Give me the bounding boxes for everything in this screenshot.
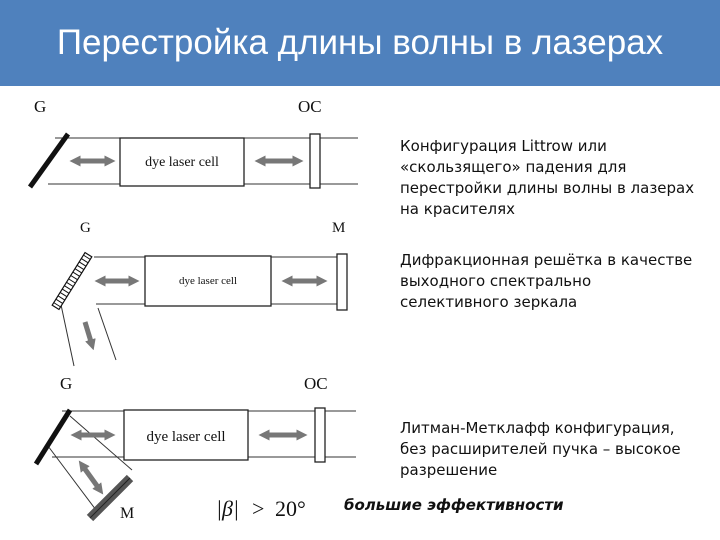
output-coupler-label: OC <box>298 97 322 116</box>
diffracted-beam-line <box>69 415 133 471</box>
tuning-mirror-outline <box>89 477 131 519</box>
output-coupler-label: OC <box>304 374 328 393</box>
formula-lhs: |β| <box>216 496 239 521</box>
grating-label: G <box>60 374 72 393</box>
diffracted-beam-line <box>59 299 75 367</box>
grating-output-setup: G M dye laser cell <box>51 220 348 367</box>
formula-rhs: 20° <box>275 496 306 521</box>
output-coupler-element <box>314 407 326 463</box>
slide-title: Перестройка длины волны в лазерах <box>56 23 664 62</box>
optics-diagram: G OC dye laser cell G M <box>27 97 358 522</box>
grating-label: G <box>80 220 91 236</box>
dye-cell-label: dye laser cell <box>145 155 219 170</box>
angle-formula: |β| > 20° <box>216 496 306 521</box>
formula-operator: > <box>252 496 264 521</box>
mirror-label: M <box>120 505 134 522</box>
dye-cell-box <box>144 255 272 307</box>
dye-cell-label: dye laser cell <box>179 275 237 287</box>
dye-cell-box <box>119 137 245 187</box>
output-arrow <box>82 321 96 351</box>
caption-littrow: Конфигурация Littrow или «скользящего» п… <box>400 137 695 218</box>
grating-element <box>33 408 73 466</box>
diffracted-beam-line <box>97 307 117 361</box>
title-bar: Перестройка длины волны в лазерах <box>0 0 720 86</box>
double-arrow <box>78 460 104 495</box>
dye-cell-label: dye laser cell <box>146 429 225 445</box>
output-coupler-element <box>309 133 321 189</box>
littrow-setup: G OC dye laser cell <box>27 97 358 189</box>
grating-element <box>51 251 93 311</box>
littman-metcalf-setup: G OC M dye laser cell <box>33 374 356 522</box>
mirror-element <box>336 253 348 311</box>
caption-grating-output: Дифракционная решётка в качестве выходно… <box>400 251 693 311</box>
dye-cell-box <box>123 409 249 461</box>
mirror-label: M <box>332 220 345 236</box>
grating-label: G <box>34 97 46 116</box>
caption-littman-metcalf: Литман-Метклафф конфигурация, без расшир… <box>400 419 681 479</box>
diffracted-beam-line <box>47 445 97 511</box>
efficiency-note: большие эффективности <box>344 496 564 514</box>
grating-element <box>27 132 71 189</box>
